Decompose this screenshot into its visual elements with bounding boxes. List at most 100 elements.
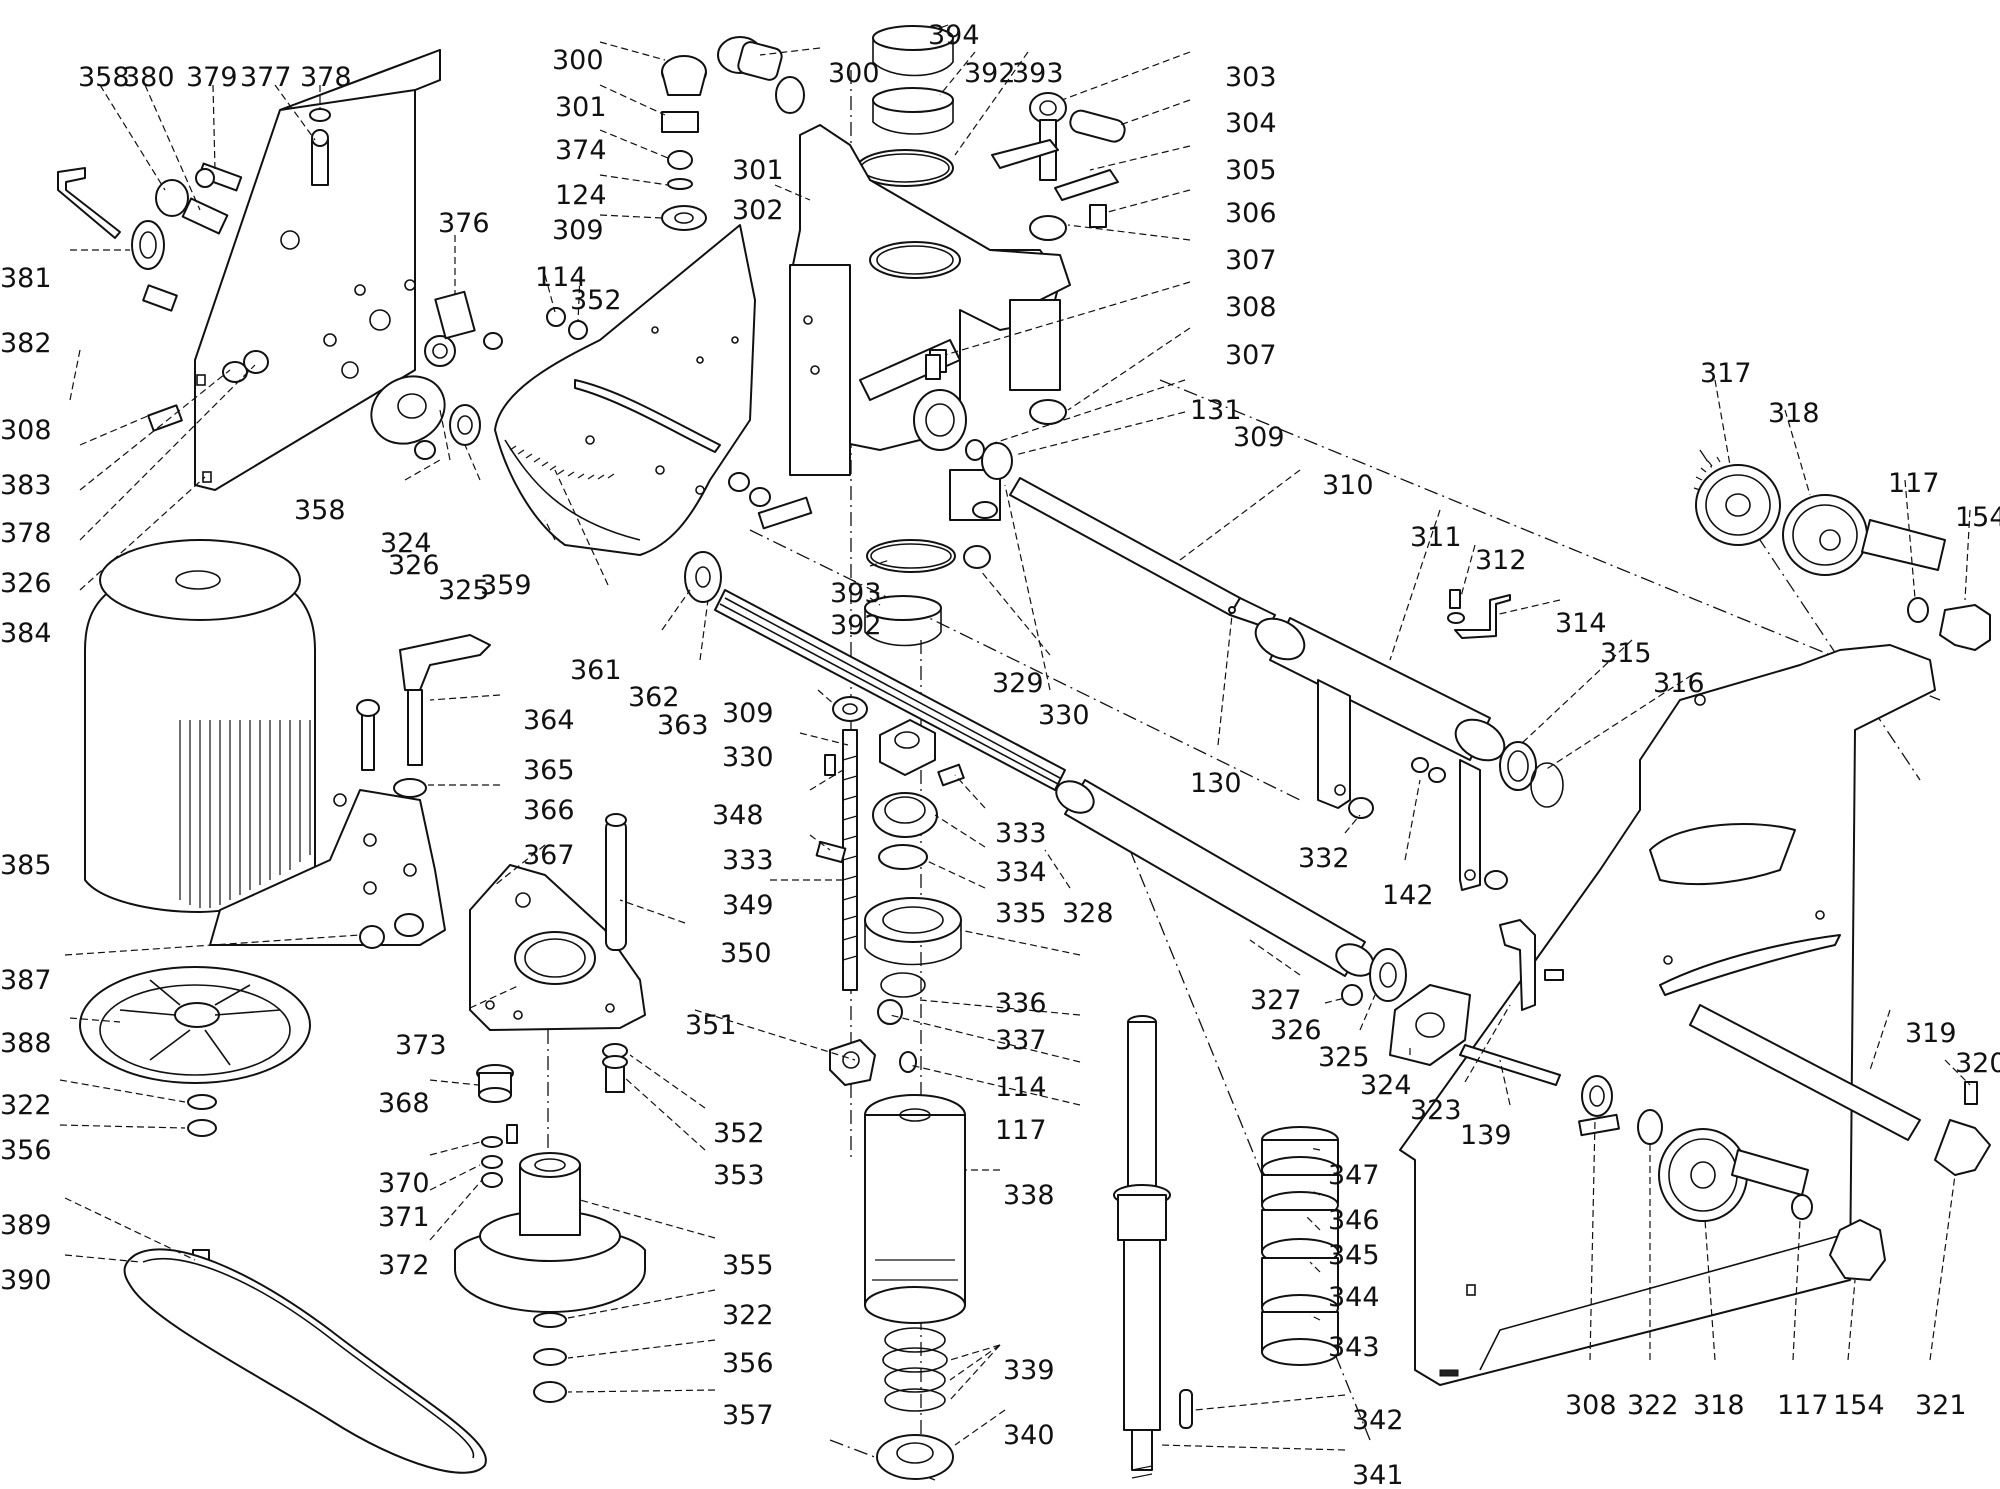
part-callout-117: 117 — [995, 1115, 1047, 1146]
part-callout-308: 308 — [1565, 1390, 1617, 1421]
part-callout-330: 330 — [722, 742, 774, 773]
motor-385 — [84, 539, 316, 913]
part-callout-307: 307 — [1225, 245, 1277, 276]
part-callout-356: 356 — [0, 1135, 52, 1166]
part-callout-371: 371 — [378, 1202, 430, 1233]
part-callout-380: 380 — [123, 62, 175, 93]
tube-327 — [1055, 779, 1375, 977]
part-callout-379: 379 — [186, 62, 238, 93]
arm-tube-311 — [1254, 617, 1508, 891]
part-callout-340: 340 — [1003, 1420, 1055, 1451]
part-callout-381: 381 — [0, 263, 52, 294]
part-callout-324: 324 — [380, 528, 432, 559]
part-callout-117: 117 — [1777, 1390, 1829, 1421]
spindle-341 — [1113, 1015, 1193, 1479]
part-callout-336: 336 — [995, 988, 1047, 1019]
handle-350 — [605, 813, 627, 951]
bushing-376 — [434, 290, 476, 340]
part-callout-154: 154 — [1955, 502, 2000, 533]
quill-338 — [864, 1094, 966, 1480]
upper-handwheel-group — [1693, 456, 1991, 651]
lower-left-small-parts — [476, 1043, 628, 1188]
part-callout-315: 315 — [1600, 638, 1652, 669]
bracket-plate-373 — [469, 864, 646, 1031]
pulley-355 — [454, 1152, 646, 1403]
part-callout-355: 355 — [722, 1250, 774, 1281]
ring-stack-343-347 — [1261, 1126, 1339, 1366]
clamp-lever-364 — [407, 689, 423, 766]
part-callout-318: 318 — [1693, 1390, 1745, 1421]
bolt-383 — [147, 404, 183, 432]
part-callout-300: 300 — [552, 45, 604, 76]
part-callout-358: 358 — [294, 495, 346, 526]
part-callout-352: 352 — [713, 1118, 765, 1149]
part-callout-374: 374 — [555, 135, 607, 166]
part-callout-362: 362 — [628, 682, 680, 713]
part-callout-394: 394 — [928, 20, 980, 51]
part-callout-346: 346 — [1328, 1205, 1380, 1236]
part-callout-317: 317 — [1700, 358, 1752, 389]
part-callout-154: 154 — [1833, 1390, 1885, 1421]
part-callout-366: 366 — [523, 795, 575, 826]
part-callout-329: 329 — [992, 668, 1044, 699]
part-callout-325: 325 — [1318, 1042, 1370, 1073]
part-callout-332: 332 — [1298, 843, 1350, 874]
rings-315-316 — [1499, 741, 1564, 808]
part-callout-370: 370 — [378, 1168, 430, 1199]
part-callout-326: 326 — [388, 550, 440, 581]
part-callout-338: 338 — [1003, 1180, 1055, 1211]
part-callout-357: 357 — [722, 1400, 774, 1431]
part-callout-343: 343 — [1328, 1332, 1380, 1363]
washer-378 — [309, 108, 331, 122]
part-callout-308: 308 — [1225, 292, 1277, 323]
mounting-bracket-plate — [194, 49, 441, 491]
part-callout-361: 361 — [570, 655, 622, 686]
part-callout-345: 345 — [1328, 1240, 1380, 1271]
washer-382 — [131, 220, 165, 270]
part-callout-130: 130 — [1190, 768, 1242, 799]
part-callout-363: 363 — [657, 710, 709, 741]
part-callout-330: 330 — [1038, 700, 1090, 731]
part-callout-383: 383 — [0, 470, 52, 501]
mid-ring-stack — [864, 439, 1013, 647]
washer-366 — [393, 778, 427, 798]
part-callout-307: 307 — [1225, 340, 1277, 371]
part-callout-309: 309 — [722, 698, 774, 729]
lower-right-shaft-319 — [1578, 1004, 1991, 1281]
nut-326 — [243, 350, 269, 374]
part-callout-319: 319 — [1905, 1018, 1957, 1049]
upper-head-parts — [661, 36, 805, 231]
part-callout-368: 368 — [378, 1088, 430, 1119]
part-callout-359: 359 — [480, 570, 532, 601]
part-callout-339: 339 — [1003, 1355, 1055, 1386]
part-callout-325: 325 — [438, 575, 490, 606]
part-callout-367: 367 — [523, 840, 575, 871]
part-callout-372: 372 — [378, 1250, 430, 1281]
part-callout-117: 117 — [1888, 468, 1940, 499]
part-callout-365: 365 — [523, 755, 575, 786]
part-callout-322: 322 — [722, 1300, 774, 1331]
part-callout-321: 321 — [1915, 1390, 1967, 1421]
part-callout-318: 318 — [1768, 398, 1820, 429]
part-callout-341: 341 — [1352, 1460, 1404, 1489]
part-callout-114: 114 — [535, 262, 587, 293]
bolt-380 — [181, 197, 229, 235]
clip-bracket-314 — [1447, 589, 1511, 639]
sector-plate — [494, 224, 756, 556]
top-ring-stack — [856, 25, 954, 187]
part-callout-349: 349 — [722, 890, 774, 921]
part-callout-382: 382 — [0, 328, 52, 359]
part-callout-350: 350 — [720, 938, 772, 969]
part-callout-320: 320 — [1955, 1048, 2000, 1079]
part-callout-390: 390 — [0, 1265, 52, 1296]
pillow-block-lower — [1341, 919, 1564, 1086]
part-callout-347: 347 — [1328, 1160, 1380, 1191]
shaft-310 — [1009, 477, 1276, 629]
part-callout-314: 314 — [1555, 608, 1607, 639]
part-callout-301: 301 — [555, 92, 607, 123]
sector-fasteners — [546, 307, 813, 603]
leader-lines — [59, 24, 1971, 1451]
part-callout-356: 356 — [722, 1348, 774, 1379]
